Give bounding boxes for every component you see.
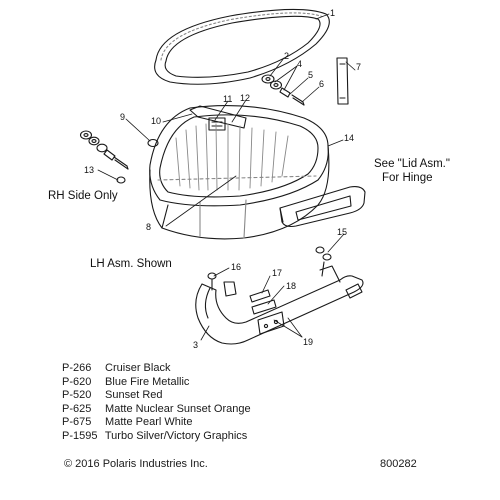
screw-16: [207, 272, 217, 291]
hinge-bracket: [279, 186, 366, 228]
callout-15: 15: [337, 227, 348, 237]
paint-code-item: P-1595 Turbo Silver/Victory Graphics: [62, 430, 251, 444]
paint-code: P-1595: [62, 429, 98, 442]
callout-8: 8: [146, 222, 152, 232]
lid-gasket: [154, 8, 330, 85]
latch-bracket: [189, 105, 247, 131]
callout-5: 5: [308, 70, 314, 80]
callout-11: 11: [223, 94, 233, 104]
paint-code-item: P-520 Sunset Red: [62, 389, 251, 403]
rubber-pads: [249, 289, 277, 315]
callout-4: 4: [297, 59, 303, 69]
callout-16: 16: [231, 262, 242, 272]
note-for-hinge: For Hinge: [382, 172, 433, 184]
paint-code: P-620: [62, 375, 92, 388]
note-rh-side-only: RH Side Only: [48, 190, 118, 202]
callout-3-rail: 3: [193, 340, 199, 350]
paint-code: P-675: [62, 416, 92, 429]
callout-6: 6: [319, 79, 325, 89]
paint-color-name: Blue Fire Metallic: [102, 375, 190, 388]
paint-code: P-266: [62, 362, 92, 374]
paint-color-name: Sunset Red: [102, 389, 163, 402]
paint-color-name: Cruiser Black: [102, 362, 171, 374]
paint-color-name: Matte Nuclear Sunset Orange: [102, 402, 251, 415]
callout-13: 13: [84, 165, 95, 175]
mount-bolts: [315, 246, 332, 277]
callout-17: 17: [272, 268, 283, 278]
callout-7: 7: [356, 62, 362, 72]
callout-2: 2: [284, 51, 290, 61]
fastener-stack-upper: [261, 74, 305, 106]
drawing-number: 800282: [380, 458, 417, 470]
mounting-rail: [195, 265, 364, 345]
paint-code-item: P-625 Matte Nuclear Sunset Orange: [62, 403, 251, 417]
callout-14: 14: [344, 133, 355, 143]
paint-code-item: P-675 Matte Pearl White: [62, 416, 251, 430]
paint-code: P-625: [62, 402, 92, 415]
paint-code-item: P-266 Cruiser Black: [62, 362, 251, 376]
paint-code: P-520: [62, 389, 92, 402]
note-lh-asm-shown: LH Asm. Shown: [90, 258, 172, 270]
callout-18: 18: [286, 281, 297, 291]
callout-1: 1: [330, 8, 336, 18]
copyright-text: © 2016 Polaris Industries Inc.: [64, 458, 208, 470]
hinge-strap: [336, 57, 349, 105]
paint-color-name: Matte Pearl White: [102, 416, 193, 429]
fastener-stack-rh: [79, 130, 129, 170]
callout-10: 10: [151, 116, 162, 126]
callout-9: 9: [120, 112, 126, 122]
leader-lines: [97, 13, 356, 341]
callout-12: 12: [240, 93, 251, 103]
callout-19: 19: [303, 337, 314, 347]
standalone-washers: [116, 138, 159, 184]
paint-color-name: Turbo Silver/Victory Graphics: [102, 429, 248, 442]
saddlebag-shell: [149, 105, 330, 240]
note-see-lid-asm: See "Lid Asm.": [374, 158, 450, 170]
paint-code-item: P-620 Blue Fire Metallic: [62, 376, 251, 390]
